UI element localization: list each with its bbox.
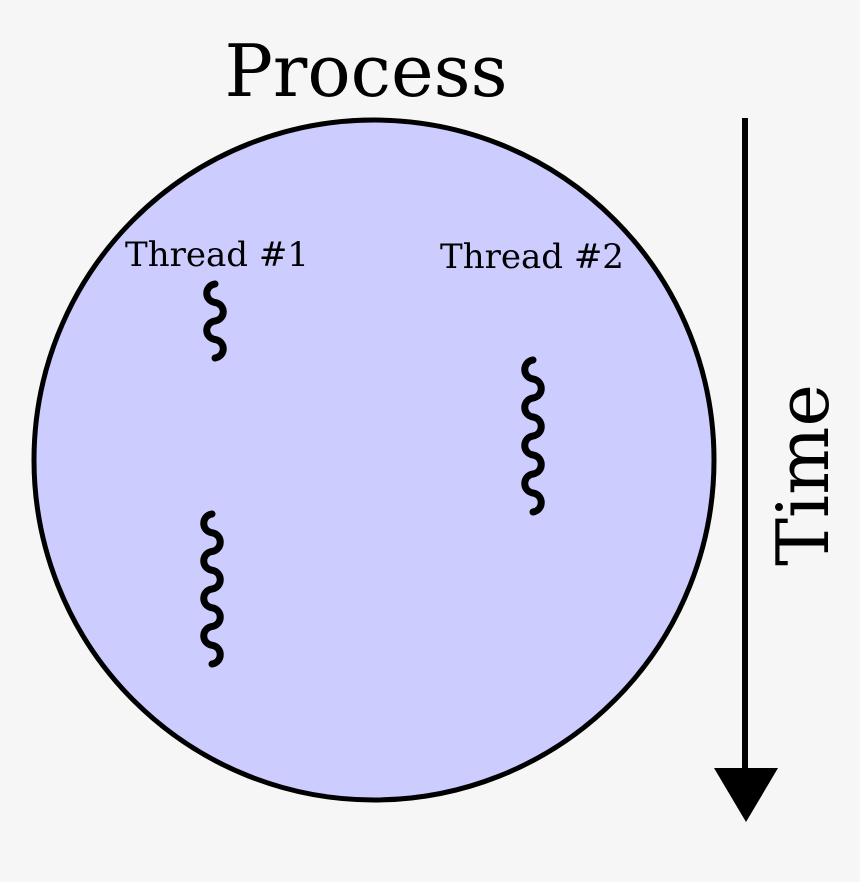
- thread-1-label: Thread #1: [125, 235, 309, 275]
- thread-2-label: Thread #2: [440, 237, 624, 277]
- thread-1-segment-2-squiggle: [200, 510, 224, 668]
- time-label: Time: [761, 384, 845, 566]
- thread-2-segment-1-squiggle: [521, 356, 545, 516]
- process-title: Process: [224, 29, 507, 113]
- time-arrow-head: [714, 768, 778, 822]
- process-circle: [31, 117, 717, 803]
- thread-1-segment-1-squiggle: [203, 280, 227, 362]
